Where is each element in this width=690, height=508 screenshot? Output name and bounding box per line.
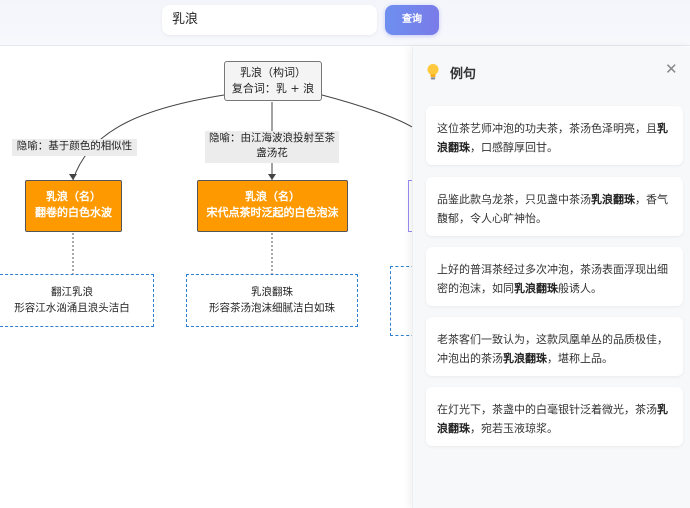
close-icon[interactable]: ✕ (665, 60, 678, 78)
example-phrase: 翻江乳浪 (51, 286, 93, 298)
example-sentence-card: 老茶客们一致认为，这款凤凰单丛的品质极佳，冲泡出的茶汤乳浪翻珠，堪称上品。 (426, 317, 683, 376)
sentence-highlight: 乳浪翻珠 (437, 403, 668, 435)
example-node-partial (390, 266, 412, 336)
edge-label-line2: 盏汤花 (256, 147, 288, 159)
example-sentence-card: 上好的普洱茶经过多次冲泡，茶汤表面浮现出细密的泡沫，如同乳浪翻珠般诱人。 (426, 247, 683, 306)
root-title: 乳浪（构词） (240, 66, 306, 79)
sentence-highlight: 乳浪翻珠 (591, 193, 635, 206)
search-input[interactable]: 乳浪 (162, 5, 377, 35)
sentence-text: 在灯光下，茶盏中的白毫银针泛着微光，茶汤 (437, 403, 657, 416)
sentence-text: 这位茶艺师冲泡的功夫茶，茶汤色泽明亮，且 (437, 122, 657, 135)
lightbulb-icon (427, 64, 439, 80)
root-node: 乳浪（构词） 复合词：乳 + 浪 (224, 61, 322, 101)
sense-title: 乳浪（名） (46, 190, 101, 203)
sentence-text: 般诱人。 (558, 282, 602, 295)
root-subtitle: 复合词：乳 + 浪 (231, 82, 315, 95)
arrow-sense1 (69, 174, 77, 180)
sense-definition: 宋代点茶时泛起的白色泡沫 (206, 206, 339, 219)
example-gloss: 形容茶汤泡沫细腻洁白如珠 (209, 302, 335, 314)
sentence-text: 品鉴此款乌龙茶，只见盏中茶汤 (437, 193, 591, 206)
sentence-text: ，香气馥郁，令人心旷神怡。 (437, 193, 668, 225)
panel-title: 例句 (450, 67, 477, 82)
sense-node-tea-foam: 乳浪（名） 宋代点茶时泛起的白色泡沫 (197, 180, 348, 232)
example-sentence-card: 在灯光下，茶盏中的白毫银针泛着微光，茶汤乳浪翻珠，宛若玉液琼浆。 (426, 387, 683, 446)
sentence-text: 老茶客们一致认为，这款凤凰单丛的品质极佳，冲泡出的茶汤 (437, 333, 668, 365)
edge-label-line1: 隐喻：由江海波浪投射至茶 (209, 132, 335, 144)
sentence-text: ，堪称上品。 (547, 352, 613, 365)
example-gloss: 形容江水汹涌且浪头洁白 (14, 302, 130, 314)
example-node-tea: 乳浪翻珠 形容茶汤泡沫细腻洁白如珠 (186, 274, 358, 327)
sentence-highlight: 乳浪翻珠 (503, 352, 547, 365)
example-sentence-card: 品鉴此款乌龙茶，只见盏中茶汤乳浪翻珠，香气馥郁，令人心旷神怡。 (426, 177, 683, 236)
sense-node-water-wave: 乳浪（名） 翻卷的白色水波 (25, 180, 122, 232)
example-phrase: 乳浪翻珠 (251, 286, 293, 298)
panel-header: 例句 ✕ (413, 47, 690, 95)
example-sentences-panel: 例句 ✕ 这位茶艺师冲泡的功夫茶，茶汤色泽明亮，且乳浪翻珠，口感醇厚回甘。 品鉴… (412, 47, 690, 508)
sense-node-partial (408, 180, 412, 232)
sentence-text: ，口感醇厚回甘。 (470, 141, 558, 154)
concept-diagram: 乳浪（构词） 复合词：乳 + 浪 隐喻：基于颜色的相似性 隐喻：由江海波浪投射至… (0, 47, 412, 508)
edge-label-wave-metaphor: 隐喻：由江海波浪投射至茶 盏汤花 (205, 131, 339, 163)
top-bar: 乳浪 查询 (0, 0, 690, 46)
sentence-text: 上好的普洱茶经过多次冲泡，茶汤表面浮现出细密的泡沫，如同 (437, 263, 668, 295)
sentence-text: ，宛若玉液琼浆。 (470, 422, 558, 435)
search-button[interactable]: 查询 (385, 5, 439, 35)
sense-title: 乳浪（名） (245, 190, 300, 203)
edge-root-to-sense3 (321, 94, 412, 128)
sentence-highlight: 乳浪翻珠 (437, 122, 668, 154)
edge-label-color-metaphor: 隐喻：基于颜色的相似性 (12, 139, 137, 156)
example-node-river: 翻江乳浪 形容江水汹涌且浪头洁白 (0, 274, 154, 327)
arrow-sense2 (268, 174, 276, 180)
example-sentence-card: 这位茶艺师冲泡的功夫茶，茶汤色泽明亮，且乳浪翻珠，口感醇厚回甘。 (426, 106, 683, 165)
sense-definition: 翻卷的白色水波 (35, 206, 112, 219)
edge-root-to-sense1 (72, 94, 225, 181)
sentence-highlight: 乳浪翻珠 (514, 282, 558, 295)
